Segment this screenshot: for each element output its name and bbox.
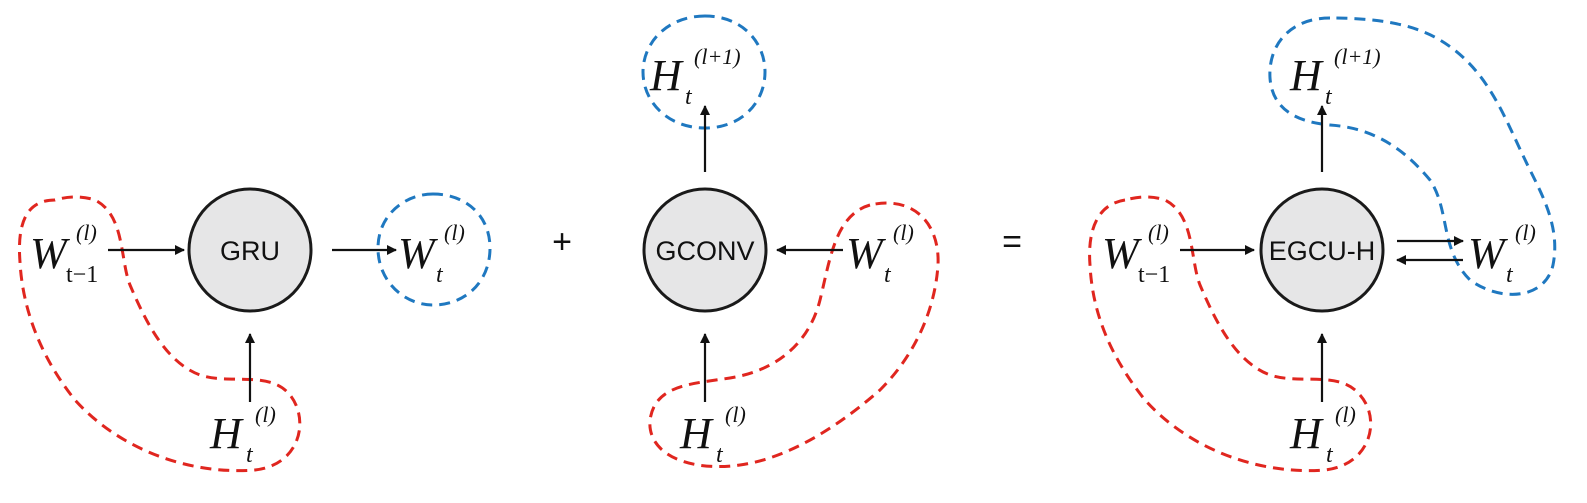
svg-text:t: t <box>716 442 724 468</box>
svg-text:t−1: t−1 <box>66 262 98 288</box>
gru-node-label: GRU <box>220 236 280 266</box>
egcu-h-node <box>1259 187 1385 313</box>
svg-text:t: t <box>884 262 892 288</box>
svg-text:W: W <box>398 229 438 278</box>
panel-egcu-h: EGCU-H W t−1 (l) H t (l+1) W t (l) H t (… <box>1088 16 1557 473</box>
red-dashed-region <box>18 195 302 473</box>
svg-text:(l): (l) <box>444 220 465 245</box>
svg-text:(l+1): (l+1) <box>1334 44 1381 69</box>
red-dashed-region <box>1088 195 1373 473</box>
gconv-node-label: GCONV <box>655 236 754 266</box>
svg-text:H: H <box>679 409 714 458</box>
gru-node <box>187 187 313 313</box>
svg-text:H: H <box>1289 51 1324 100</box>
label-w-t-l: W t (l) <box>846 220 914 288</box>
svg-text:(l): (l) <box>893 220 914 245</box>
label-h-t-l: H t (l) <box>209 402 276 468</box>
svg-text:t−1: t−1 <box>1138 262 1170 288</box>
svg-text:(l): (l) <box>1335 402 1356 427</box>
svg-text:W: W <box>30 229 70 278</box>
svg-text:t: t <box>685 84 693 110</box>
svg-text:(l): (l) <box>255 402 276 427</box>
label-h-t-l-plus-1: H t (l+1) <box>1289 44 1381 110</box>
label-w-t-l: W t (l) <box>1468 220 1536 288</box>
svg-text:t: t <box>1326 442 1334 468</box>
svg-text:H: H <box>1289 409 1324 458</box>
red-dashed-region <box>648 201 940 469</box>
label-w-t-l: W t (l) <box>398 220 465 288</box>
svg-text:W: W <box>1468 229 1508 278</box>
blue-dashed-region <box>376 192 492 307</box>
svg-text:t: t <box>246 442 254 468</box>
label-h-t-l-plus-1: H t (l+1) <box>649 44 741 110</box>
svg-text:(l): (l) <box>76 220 97 245</box>
svg-text:W: W <box>1102 229 1142 278</box>
egcu-h-node-label: EGCU-H <box>1269 236 1376 266</box>
label-w-t-minus-1-l: W t−1 (l) <box>1102 220 1170 288</box>
svg-text:t: t <box>436 262 444 288</box>
svg-text:(l): (l) <box>1515 220 1536 245</box>
blue-dashed-region <box>1268 16 1557 296</box>
svg-text:W: W <box>846 229 886 278</box>
label-h-t-l: H t (l) <box>1289 402 1356 468</box>
svg-text:(l): (l) <box>1148 220 1169 245</box>
svg-text:t: t <box>1325 84 1333 110</box>
svg-text:(l+1): (l+1) <box>694 44 741 69</box>
svg-text:H: H <box>649 51 684 100</box>
svg-text:H: H <box>209 409 244 458</box>
label-w-t-minus-1-l: W t−1 (l) <box>30 220 98 288</box>
label-h-t-l: H t (l) <box>679 402 746 468</box>
panel-gconv: GCONV H t (l+1) W t (l) H t (l) <box>641 14 940 469</box>
gconv-node <box>642 187 768 313</box>
svg-text:t: t <box>1506 262 1514 288</box>
plus-operator: + <box>552 223 572 261</box>
panel-gru: GRU W t−1 (l) W t (l) H t (l) <box>18 187 492 473</box>
equals-operator: = <box>1002 223 1022 261</box>
svg-text:(l): (l) <box>725 402 746 427</box>
